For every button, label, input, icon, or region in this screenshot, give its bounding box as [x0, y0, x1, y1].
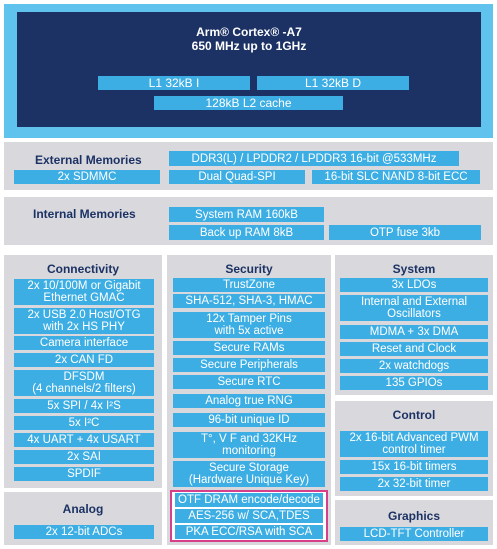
external-memories-title: External Memories [35, 153, 142, 167]
advanced-pwm-timer: 2x 16-bit Advanced PWM control timer [340, 431, 488, 457]
usb-otg: 2x USB 2.0 Host/OTG with 2x HS PHY [14, 308, 154, 334]
reset-clock: Reset and Clock [340, 342, 488, 356]
otf-dram-encoder: OTF DRAM encode/decode [175, 493, 323, 507]
oscillators: Internal and External Oscillators [340, 295, 488, 321]
tvf-monitoring: T°, V F and 32KHz monitoring [173, 432, 325, 458]
can-fd: 2x CAN FD [14, 353, 154, 367]
l2-cache: 128kB L2 cache [154, 96, 343, 110]
gpios: 135 GPIOs [340, 376, 488, 390]
sdmmc: 2x SDMMC [14, 170, 160, 184]
tamper-pins: 12x Tamper Pins with 5x active [173, 312, 325, 338]
cpu-title: Arm® Cortex® -A7 [196, 25, 302, 39]
l1-data-cache: L1 32kB D [257, 76, 409, 90]
32bit-timer: 2x 32-bit timer [340, 477, 488, 491]
lcd-tft-controller: LCD-TFT Controller [340, 527, 488, 541]
control-title: Control [392, 408, 436, 422]
cpu-frequency: 650 MHz up to 1GHz [191, 39, 307, 53]
system-ram: System RAM 160kB [169, 207, 324, 222]
ethernet-gmac: 2x 10/100M or Gigabit Ethernet GMAC [14, 279, 154, 305]
system-title: System [392, 262, 436, 276]
dma: MDMA + 3x DMA [340, 325, 488, 339]
aes-tdes: AES-256 w/ SCA,TDES [175, 509, 323, 523]
nand-controller: 16-bit SLC NAND 8-bit ECC [312, 170, 480, 184]
connectivity-title: Connectivity [46, 262, 119, 276]
hash-accelerator: SHA-512, SHA-3, HMAC [173, 294, 325, 308]
otp-fuse: OTP fuse 3kb [329, 225, 481, 240]
spdif: SPDIF [14, 467, 154, 481]
graphics-title: Graphics [387, 509, 441, 523]
true-rng: Analog true RNG [173, 394, 325, 408]
trustzone: TrustZone [173, 278, 325, 292]
security-title: Security [225, 262, 273, 276]
secure-rtc: Secure RTC [173, 375, 325, 389]
ddr-controller: DDR3(L) / LPDDR2 / LPDDR3 16-bit @533MHz [169, 151, 459, 166]
16bit-timers: 15x 16-bit timers [340, 460, 488, 474]
spi-i2s: 5x SPI / 4x I²S [14, 399, 154, 413]
i2c: 5x I²C [14, 416, 154, 430]
dual-quad-spi: Dual Quad-SPI [169, 170, 305, 184]
camera-interface: Camera interface [14, 336, 154, 350]
l1-instruction-cache: L1 32kB I [98, 76, 250, 90]
analog-title: Analog [62, 502, 104, 516]
secure-peripherals: Secure Peripherals [173, 358, 325, 372]
internal-memories-title: Internal Memories [33, 207, 136, 221]
backup-ram: Back up RAM 8kB [169, 225, 324, 240]
pka: PKA ECC/RSA with SCA [175, 525, 323, 539]
ldos: 3x LDOs [340, 278, 488, 292]
dfsdm: DFSDM (4 channels/2 filters) [14, 370, 154, 396]
uart-usart: 4x UART + 4x USART [14, 433, 154, 447]
sai: 2x SAI [14, 450, 154, 464]
watchdogs: 2x watchdogs [340, 359, 488, 373]
adc: 2x 12-bit ADCs [14, 525, 154, 539]
unique-id: 96-bit unique ID [173, 413, 325, 427]
secure-rams: Secure RAMs [173, 341, 325, 355]
secure-storage: Secure Storage (Hardware Unique Key) [173, 461, 325, 487]
